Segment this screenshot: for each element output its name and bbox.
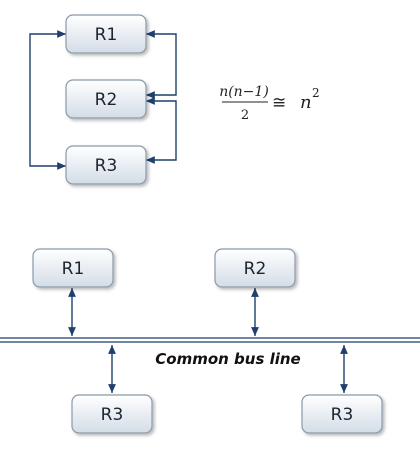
- formula-relation: ≅: [272, 93, 286, 113]
- mesh-node-r1: R1: [65, 14, 147, 54]
- mesh-link-r3-r2: [146, 97, 177, 164]
- mesh-node-r2: R2: [65, 79, 147, 119]
- formula-numerator: n(n−1): [219, 84, 269, 100]
- bus-node-r3-right-label: R3: [331, 405, 354, 425]
- bus-node-r3-right: R3: [301, 394, 383, 434]
- mesh-node-r1-label: R1: [95, 25, 118, 45]
- bus-section: Common bus line R1 R2 R3 R3: [0, 248, 420, 434]
- bus-node-r1-label: R1: [62, 259, 85, 279]
- mesh-link-r1-r3: [29, 30, 66, 170]
- bus-node-r2-label: R2: [244, 259, 267, 279]
- bus-label: Common bus line: [155, 350, 300, 368]
- mesh-section: R1 R2 R3: [29, 14, 177, 185]
- formula-base: n: [300, 92, 312, 113]
- mesh-node-r2-label: R2: [95, 90, 118, 110]
- bus-node-r2: R2: [214, 248, 296, 288]
- formula-exponent: 2: [312, 86, 320, 100]
- link-count-formula: n(n−1) 2 ≅ n 2: [219, 84, 319, 123]
- bus-node-r3-left: R3: [71, 394, 153, 434]
- mesh-link-r1-r2: [146, 30, 177, 99]
- mesh-node-r3-label: R3: [95, 156, 118, 176]
- formula-denominator: 2: [241, 108, 249, 123]
- mesh-node-r3: R3: [65, 145, 147, 185]
- bus-node-r3-left-label: R3: [101, 405, 124, 425]
- bus-node-r1: R1: [32, 248, 114, 288]
